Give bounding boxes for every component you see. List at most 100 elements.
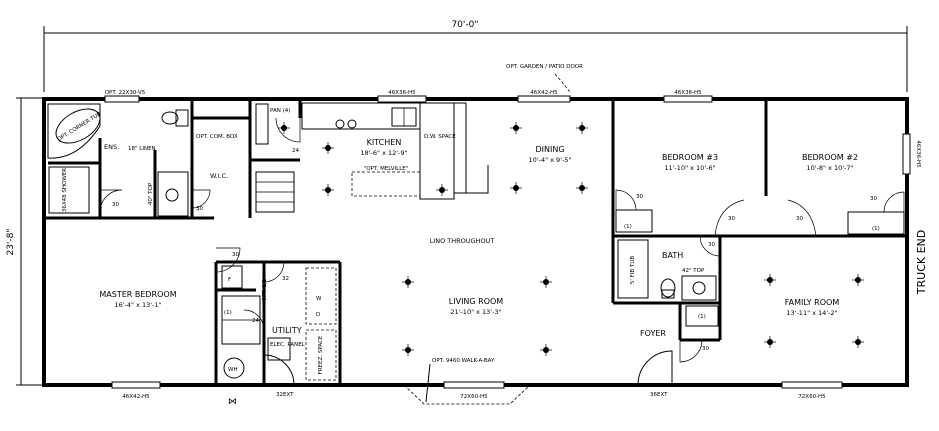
family-room-name: FAMILY ROOM <box>785 298 840 307</box>
light-fixture-icon <box>540 344 552 356</box>
bedroom3-closet-door <box>615 189 637 211</box>
kitchen-option-label: "OPT. MELVILLE" <box>364 166 409 172</box>
com-box-label: OPT. COM. BOX <box>196 134 238 140</box>
light-fixture-icon <box>322 142 334 154</box>
light-fixture-icon <box>764 274 776 286</box>
washer-label: W <box>316 296 322 302</box>
pantry: PAN (4) <box>250 99 302 213</box>
right-exterior-door <box>637 350 673 386</box>
utility-name: UTILITY <box>272 326 302 335</box>
family-room-size: 13'-11" x 14'-2" <box>786 309 837 317</box>
door-label-pantry: 24 <box>292 148 299 154</box>
light-fixture-icon <box>576 182 588 194</box>
dining-name: DINING <box>535 145 564 154</box>
door-label-b2: 30 <box>796 216 803 222</box>
water-heater-label: WH <box>228 367 238 373</box>
freezer-box-label: F <box>228 277 231 283</box>
ensuite-toilet <box>161 109 189 127</box>
bedroom2-door <box>787 199 817 237</box>
window-label-w4: 46X36-H5 <box>674 90 702 96</box>
utility-inner-door <box>243 309 265 331</box>
ceiling-lights <box>278 122 864 356</box>
right-ext-door-label: 36EXT <box>650 392 668 398</box>
truck-end-label: TRUCK END <box>915 230 928 295</box>
door-label-b3: 30 <box>728 216 735 222</box>
bedroom2-closet-door <box>883 191 905 213</box>
light-fixture-icon <box>576 122 588 134</box>
wic-label: W.I.C. <box>210 172 228 180</box>
window-label-w6: 46X42-H5 <box>122 394 150 400</box>
garden-door-label: OPT. GARDEN / PATIO DOOR <box>506 64 583 70</box>
light-fixture-icon <box>322 184 334 196</box>
light-fixture-icon <box>402 344 414 356</box>
overall-depth-label: 23'-8" <box>6 228 16 255</box>
shower-label: 36X48 SHOWER <box>62 168 68 212</box>
master-bedroom-name: MASTER BEDROOM <box>99 290 176 299</box>
closet-label-foyer: (1) <box>698 314 706 320</box>
bedroom2-name: BEDROOM #2 <box>802 153 858 162</box>
shelf-label-util: (1) <box>224 310 232 316</box>
top-windows: OPT. 22X30-V5 46X36-H5 46X42-H5 46X36-H5 <box>104 90 713 103</box>
door-label-ens: 30 <box>112 202 119 208</box>
lino-label: LINO THROUGHOUT <box>430 237 495 245</box>
dryer-label: D <box>316 312 320 318</box>
bedrooms-walls <box>611 99 907 342</box>
window-label-w8: 72X60-H5 <box>798 394 826 400</box>
melville-island <box>351 171 421 197</box>
corner-tub-label: OPT. CORNER TUB <box>57 111 103 143</box>
light-fixture-icon <box>764 336 776 348</box>
master-ensuite-door <box>99 189 123 213</box>
light-fixture-icon <box>510 182 522 194</box>
foyer-name: FOYER <box>640 329 666 338</box>
optional-half-label: OPT. 1/2 <box>262 279 268 302</box>
window-label-w3: 46X42-H5 <box>530 90 558 96</box>
bedroom2-size: 10'-8" x 10'-7" <box>806 164 853 172</box>
window-label-w2: 46X36-H5 <box>388 90 416 96</box>
overall-width-label: 70'-0" <box>451 20 478 30</box>
kitchen-counters: D.W. SPACE <box>301 102 489 200</box>
door-label-util-inner: 24 <box>252 318 259 324</box>
window-label-w1: OPT. 22X30-V5 <box>105 90 146 96</box>
bedroom3-door <box>714 199 745 237</box>
corner-tub: OPT. CORNER TUB <box>47 103 103 159</box>
closet-label-b2: (1) <box>872 226 880 232</box>
light-fixture-icon <box>852 336 864 348</box>
walk-a-bay-label: OPT. 9460 WALK-A-BAY <box>432 358 495 364</box>
master-bedroom-size: 16'-4" x 13'-1" <box>114 301 161 309</box>
living-room-size: 21'-10" x 13'-3" <box>450 308 501 316</box>
master-suite-walls <box>44 99 252 220</box>
foyer-closet-door <box>679 339 703 363</box>
pantry-door <box>275 117 301 143</box>
garden-door-callout: OPT. GARDEN / PATIO DOOR <box>506 64 583 93</box>
bottom-windows: 46X42-H5 72X60-H5 72X60-H5 <box>111 381 843 400</box>
door-label-foyer-closet: 30 <box>702 346 709 352</box>
half-bath-door <box>263 261 285 283</box>
bath-door <box>699 235 721 257</box>
door-label-wic: 30 <box>196 206 203 212</box>
kitchen-name: KITCHEN <box>367 138 402 147</box>
bedroom3-size: 11'-10" x 10'-6" <box>664 164 715 172</box>
overall-width-dimension: 70'-0" <box>43 20 908 92</box>
bath-name: BATH <box>662 251 683 260</box>
walk-a-bay: OPT. 9460 WALK-A-BAY <box>403 358 531 405</box>
dining-size: 10'-4" x 9'-5" <box>529 156 572 164</box>
elec-panel-label: ELEC. PANEL <box>270 342 306 348</box>
kitchen-size: 18'-6" x 12'-9" <box>360 149 407 157</box>
dw-space-label: D.W. SPACE <box>424 134 456 140</box>
closet-label-b3: (1) <box>624 224 632 230</box>
closets: (1) (1) (1) <box>615 209 905 327</box>
light-fixture-icon <box>852 274 864 286</box>
bedroom3-name: BEDROOM #3 <box>662 153 718 162</box>
freezer-space-label: FREEZ. SPACE <box>318 335 324 374</box>
hose-bib-icon: ⋈ <box>228 397 237 407</box>
left-exterior-door <box>263 354 295 386</box>
bath-fixtures: 5' FIB TUB 42" TOP <box>617 239 717 301</box>
ens-label: ENS. <box>104 143 119 151</box>
wic-door <box>191 189 211 209</box>
light-fixture-icon <box>402 276 414 288</box>
shower: 36X48 SHOWER <box>48 166 90 214</box>
door-label-bath: 30 <box>708 242 715 248</box>
pantry-label: PAN (4) <box>270 108 290 114</box>
utility-door <box>215 247 241 273</box>
